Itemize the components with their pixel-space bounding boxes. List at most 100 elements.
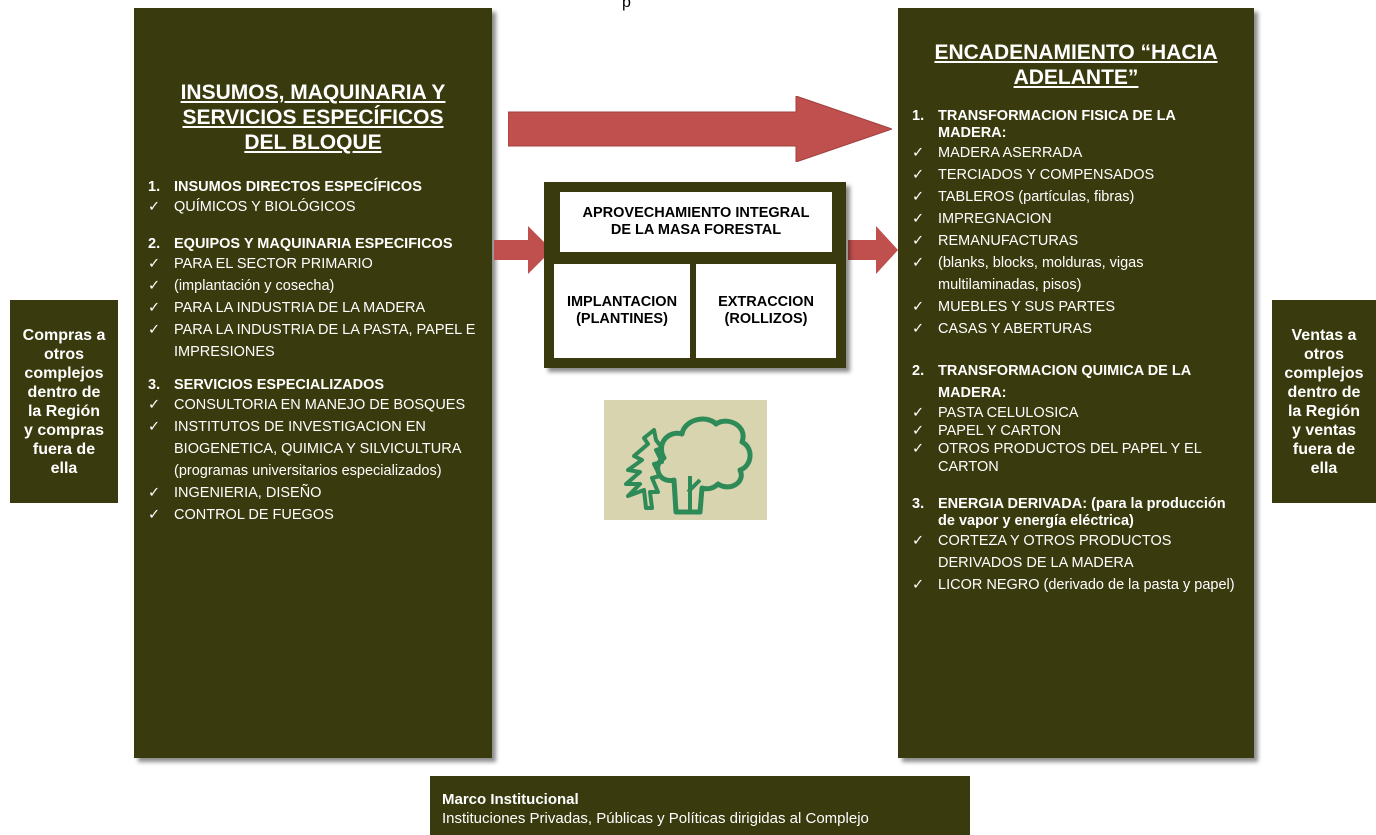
check-icon: ✓ (912, 577, 925, 593)
check-icon: ✓ (912, 145, 925, 161)
check-icon: ✓ (912, 533, 925, 549)
right-side-line: la Región (1287, 402, 1360, 420)
list-item: ✓(blanks, blocks, molduras, vigas multil… (912, 252, 1240, 296)
right-section: 2.TRANSFORMACION QUIMICA DE LA MADERA: ✓… (912, 360, 1240, 476)
list-item: ✓QUÍMICOS Y BIOLÓGICOS (148, 196, 478, 218)
check-icon: ✓ (912, 233, 925, 249)
check-icon: ✓ (912, 321, 925, 337)
left-side-line: Compras a (22, 326, 106, 344)
section-title: 1.TRANSFORMACION FISICA DE LA MADERA: (912, 108, 1176, 141)
list-item: ✓INGENIERIA, DISEÑO (148, 482, 478, 504)
list-item: ✓CORTEZA Y OTROS PRODUCTOS DERIVADOS DE … (912, 530, 1240, 574)
right-panel: ENCADENAMIENTO “HACIA ADELANTE” 1.TRANSF… (898, 8, 1254, 758)
list-item: ✓INSTITUTOS DE INVESTIGACION EN BIOGENET… (148, 416, 478, 482)
right-side-line: otros (1303, 345, 1344, 363)
left-section: 1.INSUMOS DIRECTOS ESPECÍFICOS ✓QUÍMICOS… (148, 179, 478, 218)
left-side-line: ella (50, 459, 78, 477)
marco-text: Instituciones Privadas, Públicas y Polít… (442, 810, 869, 827)
list-item: ✓TERCIADOS Y COMPENSADOS (912, 164, 1240, 186)
left-side-line: fuera de (32, 440, 96, 458)
list-item: ✓(implantación y cosecha) (148, 275, 478, 297)
left-side-box: Compras a otros complejos dentro de la R… (10, 300, 118, 503)
list-item: ✓OTROS PRODUCTOS DEL PAPEL Y EL CARTON (912, 441, 1202, 475)
list-item: ✓TABLEROS (partículas, fibras) (912, 186, 1240, 208)
check-icon: ✓ (148, 278, 161, 294)
left-center-arrow (494, 226, 552, 274)
left-side-line: la Región (27, 402, 100, 420)
center-title-cell: APROVECHAMIENTO INTEGRAL DE LA MASA FORE… (560, 192, 832, 252)
right-side-line: ella (1310, 459, 1338, 477)
list-item: ✓REMANUFACTURAS (912, 230, 1240, 252)
heading-line: SERVICIOS ESPECÍFICOS (182, 106, 444, 129)
check-icon: ✓ (912, 441, 925, 457)
list-item: ✓MADERA ASERRADA (912, 142, 1240, 164)
tree-logo (604, 400, 767, 520)
check-icon: ✓ (148, 256, 161, 272)
list-item: ✓PARA LA INDUSTRIA DE LA PASTA, PAPEL E … (148, 319, 478, 363)
section-title: 3.ENERGIA DERIVADA: (para la producción … (912, 496, 1226, 529)
list-item: ✓PAPEL Y CARTON (912, 423, 1062, 439)
right-side-box: Ventas a otros complejos dentro de la Re… (1272, 300, 1376, 503)
left-side-line: y compras (23, 421, 105, 439)
center-title-line: APROVECHAMIENTO INTEGRAL (582, 205, 810, 221)
check-icon: ✓ (912, 423, 925, 439)
section-title: 2.EQUIPOS Y MAQUINARIA ESPECIFICOS (148, 236, 453, 252)
check-icon: ✓ (148, 485, 161, 501)
left-side-line: complejos (24, 364, 104, 382)
list-item: ✓PARA LA INDUSTRIA DE LA MADERA (148, 297, 478, 319)
check-icon: ✓ (912, 255, 925, 271)
check-icon: ✓ (912, 299, 925, 315)
check-icon: ✓ (148, 419, 161, 435)
check-icon: ✓ (148, 322, 161, 338)
right-center-arrow (848, 226, 898, 274)
center-cell-line: (PLANTINES) (576, 311, 668, 327)
center-title-line: DE LA MASA FORESTAL (610, 222, 782, 238)
right-side-line: y ventas (1291, 421, 1357, 439)
check-icon: ✓ (912, 167, 925, 183)
list-item: ✓CONSULTORIA EN MANEJO DE BOSQUES (148, 394, 478, 416)
left-section: 2.EQUIPOS Y MAQUINARIA ESPECIFICOS ✓PARA… (148, 236, 478, 363)
tree-logo-icon (624, 416, 753, 515)
right-section: 3.ENERGIA DERIVADA: (para la producción … (912, 496, 1240, 596)
right-side-line: dentro de (1287, 383, 1361, 401)
list-item: ✓PASTA CELULOSICA (912, 405, 1079, 421)
right-section: 1.TRANSFORMACION FISICA DE LA MADERA: ✓M… (912, 108, 1240, 340)
center-left-cell: IMPLANTACION (PLANTINES) (554, 264, 690, 358)
section-title: 2.TRANSFORMACION QUIMICA DE LA MADERA: (912, 363, 1191, 401)
check-icon: ✓ (148, 199, 161, 215)
heading-line: ENCADENAMIENTO “HACIA (934, 41, 1218, 64)
center-cell-line: EXTRACCION (718, 294, 814, 310)
center-cell-line: (ROLLIZOS) (724, 311, 808, 327)
list-item: ✓CONTROL DE FUEGOS (148, 504, 478, 526)
right-side-line: fuera de (1292, 440, 1356, 458)
list-item: ✓MUEBLES Y SUS PARTES (912, 296, 1240, 318)
right-side-line: Ventas a (1291, 326, 1357, 344)
section-title: 3.SERVICIOS ESPECIALIZADOS (148, 377, 385, 393)
top-right-arrow (508, 96, 892, 162)
left-side-line: dentro de (27, 383, 101, 401)
check-icon: ✓ (912, 189, 925, 205)
center-process-box: APROVECHAMIENTO INTEGRAL DE LA MASA FORE… (544, 182, 846, 368)
list-item: ✓CASAS Y ABERTURAS (912, 318, 1240, 340)
top-stray-char: p (622, 0, 631, 11)
right-side-line: complejos (1284, 364, 1364, 382)
list-item: ✓PARA EL SECTOR PRIMARIO (148, 253, 478, 275)
left-section: 3.SERVICIOS ESPECIALIZADOS ✓CONSULTORIA … (148, 377, 478, 526)
heading-line: ADELANTE” (1013, 66, 1139, 89)
center-cell-line: IMPLANTACION (566, 294, 678, 310)
heading-line: DEL BLOQUE (244, 131, 382, 154)
left-panel-heading: INSUMOS, MAQUINARIA Y SERVICIOS ESPECÍFI… (148, 80, 478, 155)
left-side-line: otros (43, 345, 84, 363)
check-icon: ✓ (148, 300, 161, 316)
left-panel: INSUMOS, MAQUINARIA Y SERVICIOS ESPECÍFI… (134, 8, 492, 758)
check-icon: ✓ (912, 211, 925, 227)
check-icon: ✓ (148, 397, 161, 413)
marco-institucional-box: Marco Institucional Instituciones Privad… (430, 776, 970, 835)
center-right-cell: EXTRACCION (ROLLIZOS) (696, 264, 836, 358)
section-title: 1.INSUMOS DIRECTOS ESPECÍFICOS (148, 179, 422, 195)
list-item: ✓LICOR NEGRO (derivado de la pasta y pap… (912, 574, 1240, 596)
list-item: ✓IMPREGNACION (912, 208, 1240, 230)
check-icon: ✓ (912, 405, 925, 421)
check-icon: ✓ (148, 507, 161, 523)
heading-line: INSUMOS, MAQUINARIA Y (180, 81, 446, 104)
